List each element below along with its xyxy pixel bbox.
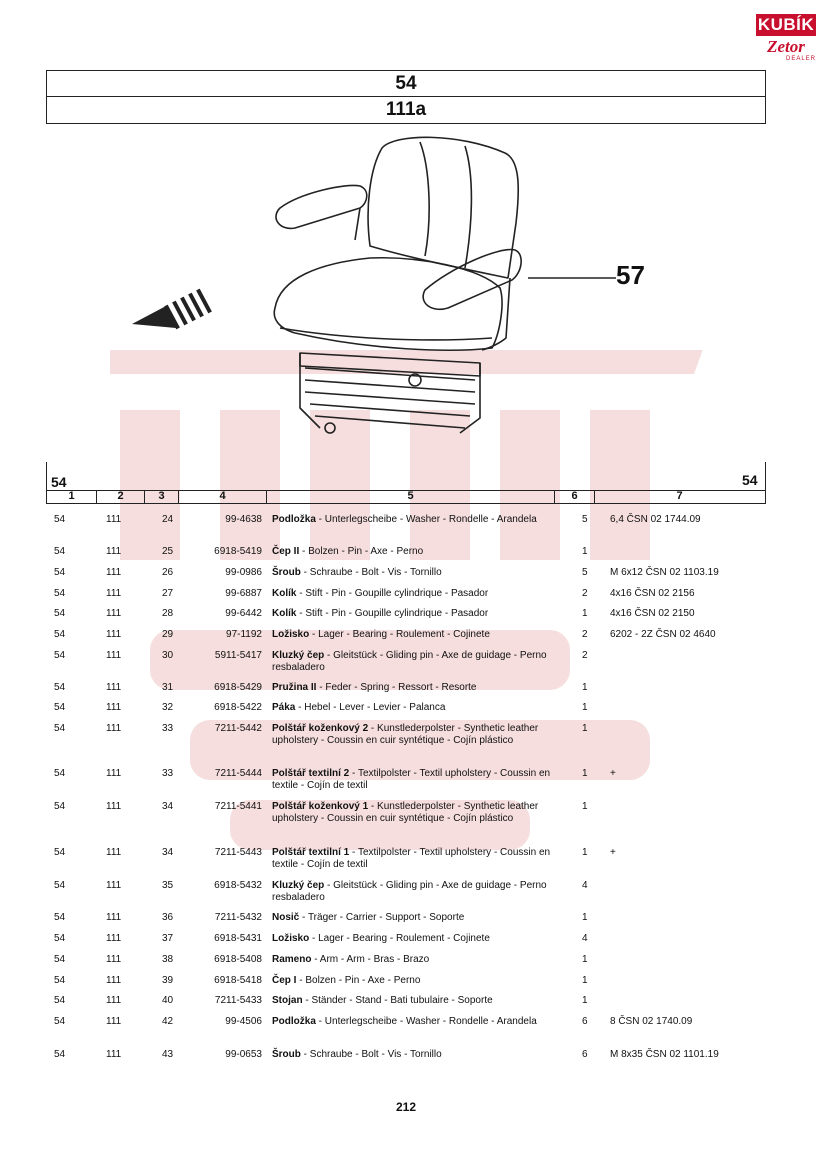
logo-sub: Zetor [767,37,805,56]
col-header-6: 6 [555,491,595,503]
logo-tag: DEALER [786,56,817,62]
col-header-3: 3 [145,491,179,503]
section-left: 54 [51,474,67,490]
seat-drawing [132,136,616,434]
group-number: 54 [46,70,766,97]
subgroup-number: 111a [46,96,766,124]
kubik-zetor-logo: KUBÍK Zetor DEALER [756,14,816,64]
section-right: 54 [742,472,758,488]
callout-number: 57 [616,260,645,290]
col-header-1: 1 [47,491,97,503]
col-header-4: 4 [179,491,267,503]
table-header: 1 2 3 4 5 6 7 [46,490,766,504]
col-header-2: 2 [97,491,145,503]
col-header-7: 7 [676,490,683,502]
section-frame [46,462,766,490]
logo-brand: KUBÍK [756,14,816,36]
page-number: 212 [396,1100,417,1114]
col-header-5: 5 [267,491,555,503]
